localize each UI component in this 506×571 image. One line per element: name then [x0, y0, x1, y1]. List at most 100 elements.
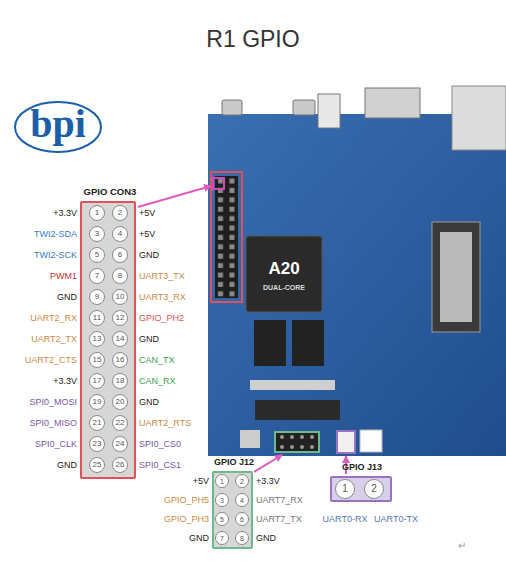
signal-name: +5V [139, 230, 155, 239]
soc-chip [246, 236, 322, 312]
signal-name: GND [139, 335, 159, 344]
signal-name: UART2_CTS [25, 356, 77, 365]
signal-name: GND [57, 461, 77, 470]
pin-number: 15 [93, 356, 102, 364]
pin-number: 20 [116, 398, 125, 406]
pin-number: 2 [371, 484, 377, 494]
pin-number: 7 [95, 272, 99, 280]
pin-number: 1 [342, 484, 348, 494]
pin-number: 6 [118, 251, 122, 259]
signal-name: SPI0_MISO [29, 419, 77, 428]
leader-arrow [254, 455, 282, 472]
pin-number: 19 [93, 398, 102, 406]
pin-circle: 26 [112, 457, 128, 473]
pin-circle: 3 [215, 493, 229, 507]
signal-name: TWI2-SCK [34, 251, 77, 260]
signal-name: PWM1 [50, 272, 77, 281]
logo-ring [15, 102, 101, 152]
pin-circle: 1 [215, 474, 229, 488]
signal-name: UART2_RTS [139, 419, 191, 428]
return-mark: ↵ [458, 541, 466, 551]
pin-circle: 5 [215, 512, 229, 526]
header-pins [215, 176, 238, 298]
pin-circle: 22 [112, 415, 128, 431]
pin-number: 14 [116, 335, 125, 343]
ethernet-port [452, 86, 506, 150]
logo-text: bpi [30, 104, 86, 144]
power-connector [360, 430, 382, 452]
pin-circle: 13 [89, 331, 105, 347]
pin-circle: 24 [112, 436, 128, 452]
signal-name: GND [139, 251, 159, 260]
signal-name: +5V [139, 209, 155, 218]
pin-number: 22 [116, 419, 125, 427]
pin-number: 3 [220, 497, 224, 504]
j12-header [275, 432, 319, 452]
pin-circle: 20 [112, 394, 128, 410]
signal-name: GPIO_PH3 [164, 515, 209, 524]
pin-number: 4 [118, 230, 122, 238]
pin-circle: 11 [89, 310, 105, 326]
pin-number: 17 [93, 377, 102, 385]
pcb [208, 114, 506, 456]
pin-circle: 23 [89, 436, 105, 452]
ram-chip [292, 320, 324, 366]
signal-name: GPIO_PH2 [139, 314, 184, 323]
pin-circle: 1 [335, 479, 355, 499]
signal-name: CAN_RX [139, 377, 176, 386]
pin-number: 23 [93, 440, 102, 448]
signal-name: +3.3V [53, 209, 77, 218]
pin-number: 2 [240, 478, 244, 485]
pin-circle: 8 [235, 531, 249, 545]
pin-circle: 14 [112, 331, 128, 347]
pin-circle: 9 [89, 289, 105, 305]
pin-number: 21 [93, 419, 102, 427]
pin-number: 6 [240, 516, 244, 523]
header-highlight [211, 172, 242, 302]
pin-number: 25 [93, 461, 102, 469]
micro-usb [293, 100, 315, 115]
pin-number: 9 [95, 293, 99, 301]
pin-number: 13 [93, 335, 102, 343]
pin-number: 3 [95, 230, 99, 238]
pin-circle: 21 [89, 415, 105, 431]
signal-name: UART2_TX [31, 335, 77, 344]
pin-circle: 7 [215, 531, 229, 545]
hdmi-port [365, 88, 420, 118]
pin-number: 24 [116, 440, 125, 448]
pin-header [215, 176, 238, 298]
pin-circle: 4 [235, 493, 249, 507]
micro-usb [222, 100, 242, 115]
pin-number: 1 [95, 209, 99, 217]
header-title: GPIO J12 [214, 458, 254, 467]
title-text: R1 GPIO [0, 28, 506, 51]
pin-circle: 16 [112, 352, 128, 368]
pin-circle: 12 [112, 310, 128, 326]
header-title: GPIO J13 [342, 463, 382, 472]
signal-name: SPI0_CS0 [139, 440, 181, 449]
pin-number: 8 [118, 272, 122, 280]
pin-number: 5 [220, 516, 224, 523]
button [240, 430, 260, 448]
pin-circle: 18 [112, 373, 128, 389]
pin-number: 1 [220, 478, 224, 485]
signal-name: CAN_TX [139, 356, 175, 365]
pin-circle: 2 [364, 479, 384, 499]
signal-name: UART7_RX [256, 496, 303, 505]
signal-name: SPI0_MOSI [29, 398, 77, 407]
flex-connector [250, 380, 335, 390]
card-slot [255, 400, 340, 420]
pin-header-box: GPIO CON31234567891011121314151617181920… [80, 201, 136, 479]
signal-name: +3.3V [256, 477, 280, 486]
pin-number: 2 [118, 209, 122, 217]
pin-header-box: GPIO J1212345678 [212, 471, 253, 549]
pin-number: 5 [95, 251, 99, 259]
pin-circle: 8 [112, 268, 128, 284]
pin-circle: 1 [89, 205, 105, 221]
usb-port [318, 94, 340, 128]
pin-number: 12 [116, 314, 125, 322]
pin-circle: 6 [235, 512, 249, 526]
pin-circle: 6 [112, 247, 128, 263]
